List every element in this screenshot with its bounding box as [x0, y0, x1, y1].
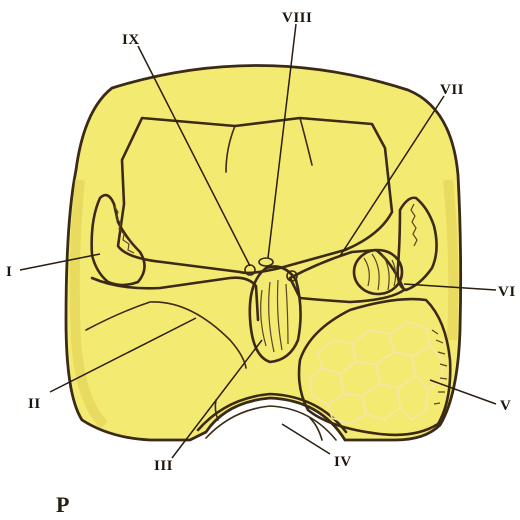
leader-IV [282, 424, 330, 454]
label-I: I [6, 264, 12, 280]
shading-right [448, 180, 453, 340]
label-III: III [154, 458, 173, 474]
label-II: II [28, 396, 41, 412]
label-VI: VI [498, 284, 516, 300]
corner-mark: P [56, 492, 69, 517]
label-IV: IV [334, 454, 352, 470]
label-IX: IX [122, 32, 140, 48]
label-V: V [500, 398, 511, 414]
label-VII: VII [440, 82, 464, 98]
label-VIII: VIII [282, 10, 312, 26]
